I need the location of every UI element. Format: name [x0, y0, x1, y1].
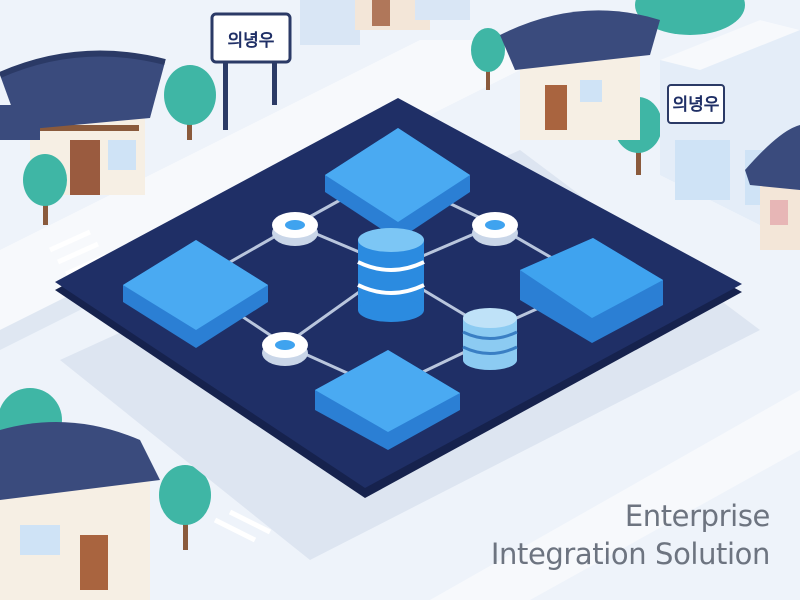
roof-icon — [0, 53, 165, 130]
hanok-bottom-left — [0, 422, 160, 600]
caption: Enterprise Integration Solution — [350, 497, 771, 573]
connector-node-icon — [262, 332, 308, 366]
server-database-icon — [462, 308, 518, 370]
tree-icon — [635, 0, 745, 35]
module-block-icon — [123, 240, 268, 348]
road-bottom — [430, 390, 800, 600]
caption-line-2: Integration Solution — [490, 537, 771, 571]
sign-left-text: 의녕우 — [228, 30, 275, 51]
sign-left — [210, 12, 292, 130]
caption-line-1: Enterprise — [624, 499, 771, 533]
tree-icon — [159, 465, 211, 550]
module-block-icon — [520, 238, 663, 343]
buildings-top-center — [300, 0, 470, 45]
connector-node-icon — [272, 212, 318, 246]
module-block-icon — [315, 350, 460, 450]
tree-icon — [23, 154, 67, 225]
tree-icon — [471, 28, 505, 90]
hanok-right-edge — [745, 125, 800, 250]
hanok-top-right — [500, 10, 660, 140]
server-database-icon — [357, 228, 425, 322]
module-block-icon — [325, 128, 470, 240]
sign-right-text: 의녕우 — [673, 94, 720, 115]
connector-node-icon — [472, 212, 518, 246]
tree-icon — [164, 65, 216, 140]
